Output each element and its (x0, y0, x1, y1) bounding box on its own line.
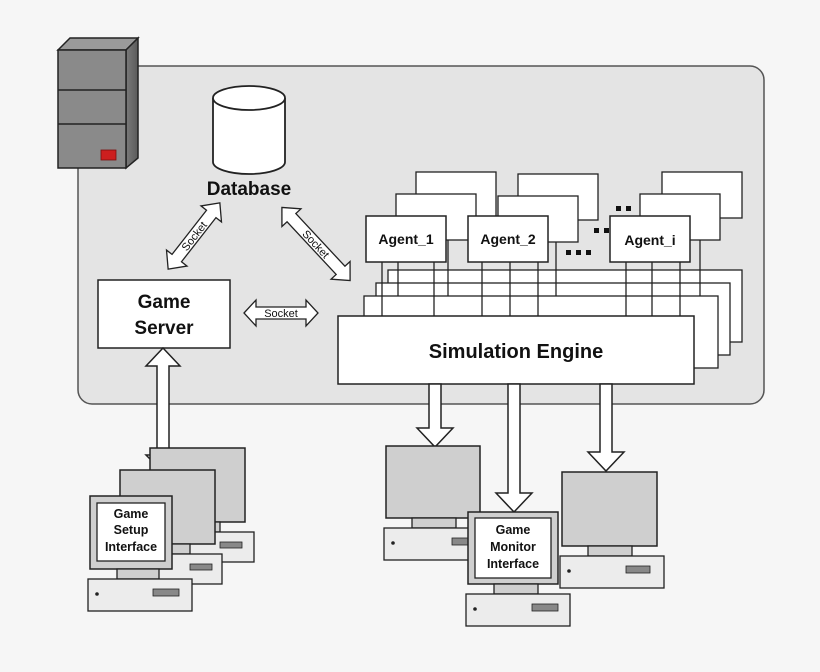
game-server-box (97, 279, 231, 349)
monitor-interface-label-line2: Monitor (490, 540, 536, 554)
engine-arrow-middle (494, 383, 534, 514)
socket-arrow-server-engine: Socket (243, 298, 319, 328)
monitor-computer-front (465, 511, 571, 627)
setup-interface-label-line1: Game (114, 507, 149, 521)
agent-i-box (609, 215, 691, 263)
game-server-label-line1: Game (138, 292, 191, 313)
engine-arrow-right (586, 383, 626, 473)
setup-computer-front (87, 495, 193, 612)
database-label: Database (207, 179, 292, 200)
agent-1-box (365, 215, 447, 263)
agent-connector-lines (381, 240, 701, 316)
power-led-icon (100, 149, 117, 161)
socket-label: Socket (264, 308, 298, 320)
setup-interface-label-line3: Interface (105, 540, 157, 554)
agent-i-label: Agent_i (624, 232, 675, 248)
agent-2-box (467, 215, 549, 263)
server-tower-icon (56, 36, 140, 170)
ellipsis-dots-icon (566, 206, 631, 255)
monitor-interface-label-line3: Interface (487, 557, 539, 571)
game-server-label-line2: Server (134, 318, 194, 339)
simulation-engine-box (337, 315, 695, 385)
simulation-engine-label: Simulation Engine (429, 341, 603, 363)
agent-2-label: Agent_2 (480, 231, 535, 247)
agent-1-label: Agent_1 (378, 231, 433, 247)
monitor-computer-right (559, 471, 665, 589)
database-cylinder-icon (212, 85, 286, 175)
monitor-interface-label-line1: Game (496, 523, 531, 537)
setup-interface-label-line2: Setup (114, 523, 149, 537)
engine-arrow-left (415, 383, 455, 449)
